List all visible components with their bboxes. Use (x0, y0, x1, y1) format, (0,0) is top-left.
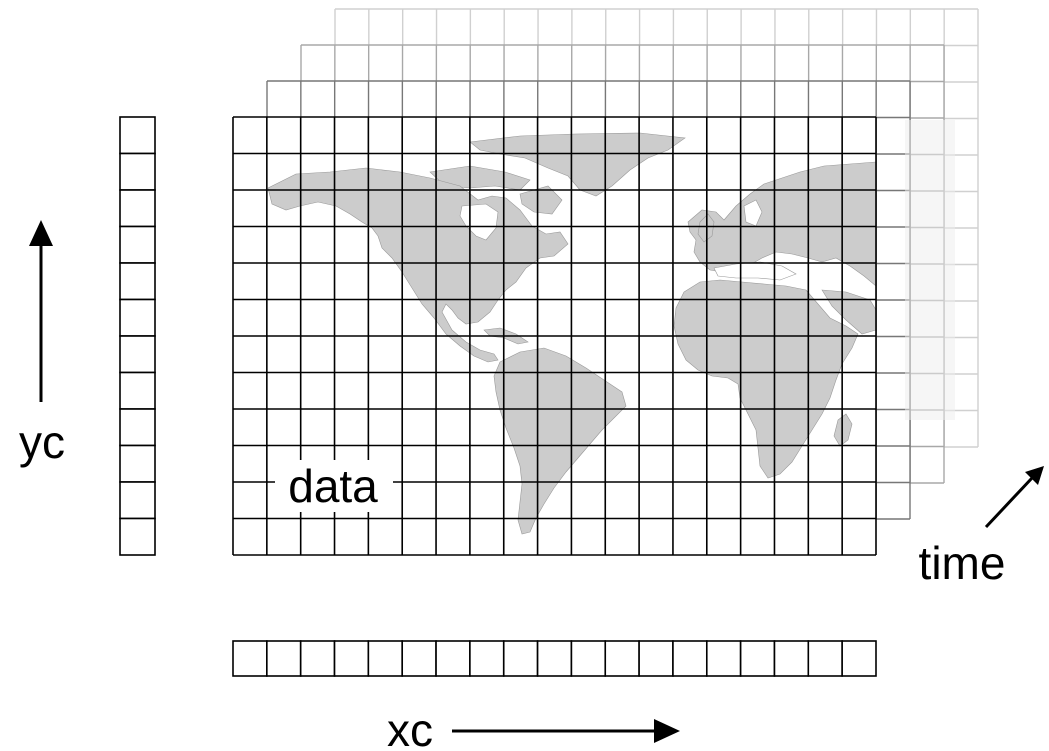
yc-coordinate-vector (119, 116, 156, 556)
yc-cell (119, 481, 156, 520)
back-layer-land-shadow (905, 120, 955, 420)
time-arrow-shaft (984, 476, 1034, 529)
xc-cell (469, 640, 505, 677)
data-label-background (275, 460, 393, 512)
xc-cell (536, 640, 573, 677)
yc-cell (119, 298, 156, 337)
yc-cell (119, 444, 156, 483)
xc-arrowhead-icon (654, 719, 680, 743)
landmass-baffin (519, 185, 563, 215)
xc-cell (435, 640, 471, 677)
xc-cell (773, 640, 810, 677)
landmass-greenland (469, 132, 686, 197)
yc-cell (119, 262, 156, 301)
yc-cell (119, 408, 156, 447)
xc-cell (401, 640, 437, 677)
data-grid (232, 116, 877, 556)
yc-cell (119, 335, 156, 374)
landmass-arabia (821, 289, 876, 335)
xc-cell (333, 640, 370, 677)
yc-cell (119, 225, 156, 264)
yc-label: yc (19, 416, 65, 468)
xc-cell (638, 640, 674, 677)
xc-label: xc (387, 704, 433, 751)
time-arrowhead-icon (1025, 466, 1044, 485)
yc-cell (119, 371, 156, 410)
xc-coordinate-vector (232, 640, 877, 677)
landmass-south-america (493, 347, 627, 535)
xc-cell (604, 640, 640, 677)
xc-cell (299, 640, 336, 677)
yc-cell (119, 152, 156, 191)
yc-arrowhead-icon (29, 220, 53, 246)
xc-cell (502, 640, 539, 677)
xc-cell (266, 640, 302, 677)
landmass-madagascar (833, 413, 853, 447)
front-grid-lines (232, 116, 877, 556)
xc-cell (841, 640, 877, 677)
yc-cell (119, 189, 156, 228)
yc-cell (119, 116, 156, 155)
xc-cell (367, 640, 404, 677)
xc-cell (232, 640, 268, 677)
world-map (267, 132, 876, 535)
xc-cell (672, 640, 708, 677)
water-baltic (743, 199, 763, 227)
xc-cell (705, 640, 742, 677)
data-label: data (288, 460, 378, 512)
xc-cell (807, 640, 843, 677)
time-label: time (919, 537, 1006, 589)
xc-cell (739, 640, 776, 677)
yc-cell (119, 517, 156, 556)
landmass-eurasia (687, 161, 876, 287)
xc-cell (570, 640, 607, 677)
